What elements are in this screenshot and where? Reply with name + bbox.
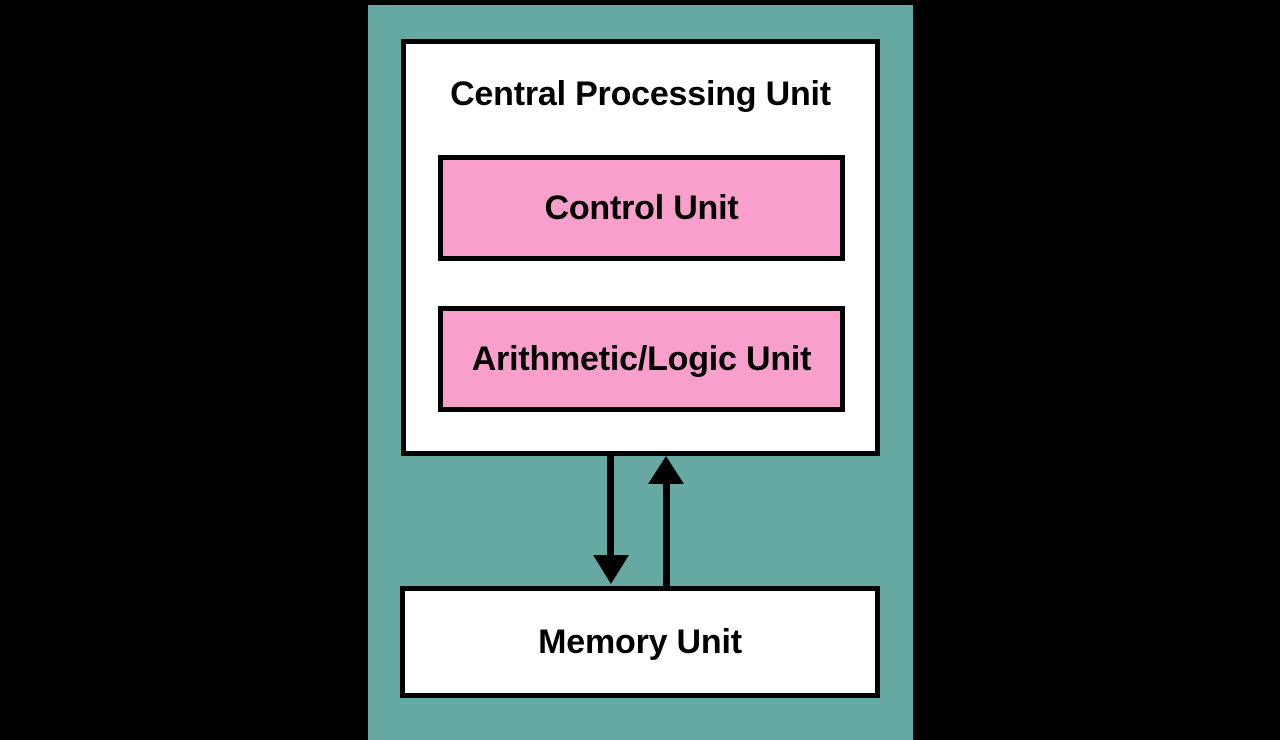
arithmetic-logic-unit-block[interactable]: Arithmetic/Logic Unit bbox=[438, 306, 845, 412]
cpu-block-title: Central Processing Unit bbox=[450, 75, 831, 113]
memory-unit-block[interactable]: Memory Unit bbox=[400, 586, 880, 698]
control-unit-label: Control Unit bbox=[544, 189, 739, 227]
control-unit-block[interactable]: Control Unit bbox=[438, 155, 845, 261]
memory-unit-label: Memory Unit bbox=[538, 623, 742, 661]
arithmetic-logic-unit-label: Arithmetic/Logic Unit bbox=[471, 340, 812, 378]
